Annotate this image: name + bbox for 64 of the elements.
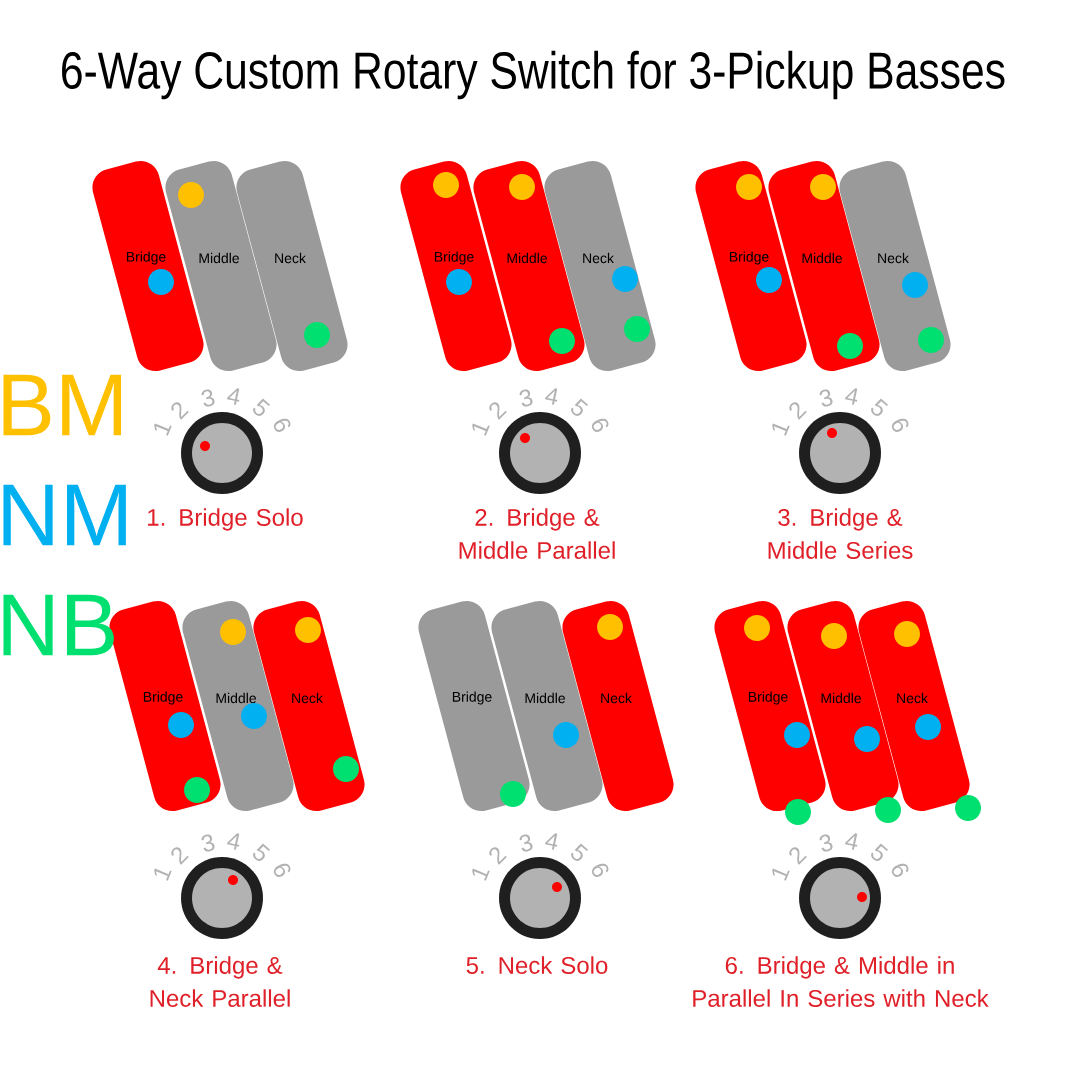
- position-number: 3: [519, 389, 533, 407]
- pickup: Neck: [583, 252, 614, 264]
- pickup: Bridge: [143, 691, 183, 705]
- position-number: 1: [472, 868, 490, 881]
- position-number: 2: [789, 847, 807, 865]
- position-number: 1: [472, 423, 490, 436]
- position-number: 1: [154, 423, 172, 436]
- position-number: 2: [489, 402, 507, 420]
- position-number: 3: [819, 834, 833, 852]
- position-number: 2: [171, 847, 189, 865]
- pickup: Bridge: [126, 251, 166, 265]
- pickup: Neck: [897, 692, 928, 704]
- pickup: Middle: [507, 252, 547, 264]
- position-number: 5: [253, 398, 271, 416]
- caption: 2. Bridge & Middle Parallel: [459, 508, 615, 559]
- position-number: 4: [545, 388, 558, 405]
- legend-key: NM: [3, 484, 126, 546]
- pickup: Middle: [216, 692, 256, 704]
- position-number: 5: [571, 398, 589, 416]
- position-number: 3: [819, 389, 833, 407]
- pickup: Middle: [525, 692, 565, 704]
- pickup: Neck: [601, 692, 632, 704]
- position-number: 1: [772, 423, 790, 436]
- position-number: 6: [591, 418, 609, 432]
- position-number: 2: [171, 402, 189, 420]
- position-number: 6: [273, 863, 291, 877]
- pickup: Neck: [292, 692, 323, 704]
- position-number: 4: [227, 388, 240, 405]
- position-number: 6: [891, 418, 909, 432]
- position-number: 4: [845, 388, 858, 405]
- pickup: Bridge: [452, 691, 492, 705]
- position-number: 5: [871, 843, 889, 861]
- position-number: 2: [489, 847, 507, 865]
- position-number: 3: [519, 834, 533, 852]
- caption: 5. Neck Solo: [466, 956, 608, 974]
- caption: 6. Bridge & Middle in Parallel In Series with Neck: [693, 956, 989, 1007]
- position-number: 2: [789, 402, 807, 420]
- pickup: Middle: [199, 252, 239, 264]
- position-number: 4: [227, 833, 240, 850]
- position-number: 1: [154, 868, 172, 881]
- pickup: Bridge: [434, 251, 474, 265]
- position-number: 6: [591, 863, 609, 877]
- pickup: Bridge: [729, 251, 769, 265]
- caption: 3. Bridge & Middle Series: [768, 508, 913, 559]
- position-number: 5: [871, 398, 889, 416]
- position-number: 4: [545, 833, 558, 850]
- position-number: 6: [891, 863, 909, 877]
- position-number: 3: [201, 834, 215, 852]
- pickup: Neck: [878, 252, 909, 264]
- position-number: 3: [201, 389, 215, 407]
- title: 6-Way Custom Rotary Switch for 3-Pickup Basses: [62, 50, 1005, 100]
- legend-key: NB: [3, 594, 114, 656]
- caption: 1. Bridge Solo: [148, 508, 303, 531]
- position-number: 1: [772, 868, 790, 881]
- caption: 4. Bridge & Neck Parallel: [150, 956, 290, 1007]
- position-number: 4: [845, 833, 858, 850]
- position-number: 5: [253, 843, 271, 861]
- position-number: 5: [571, 843, 589, 861]
- position-number: 6: [273, 418, 291, 432]
- legend-key: BM: [3, 374, 122, 436]
- pickup: Bridge: [748, 691, 788, 705]
- pickup: Middle: [821, 692, 861, 704]
- pickup: Middle: [802, 252, 842, 264]
- pickup: Neck: [275, 252, 306, 264]
